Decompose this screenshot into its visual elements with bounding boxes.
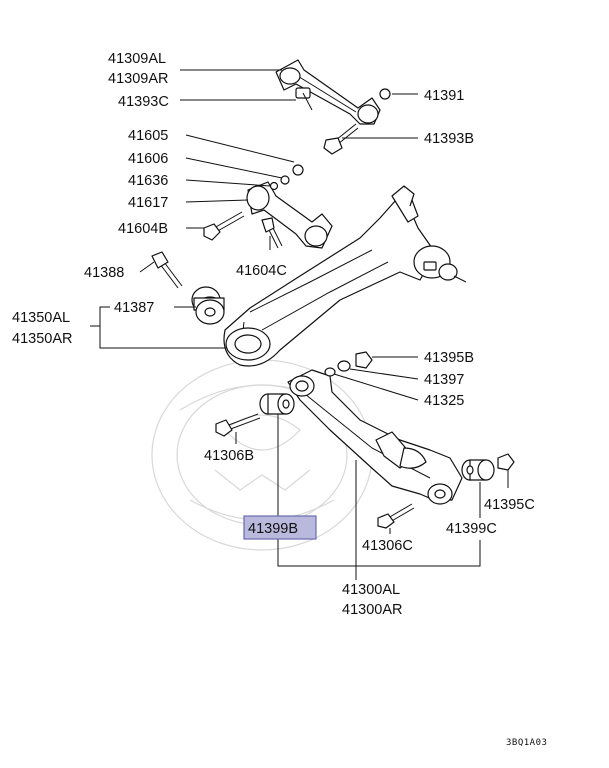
label-41604C[interactable]: 41604C	[236, 263, 287, 279]
label-41395B[interactable]: 41395B	[424, 350, 474, 366]
lower-arm-41300	[287, 369, 463, 505]
bushing-41387	[191, 286, 225, 325]
label-41636[interactable]: 41636	[128, 173, 168, 189]
bolt-41306C	[377, 503, 415, 529]
label-41399C[interactable]: 41399C	[446, 521, 497, 537]
nut-41395B	[355, 351, 373, 369]
label-41395C[interactable]: 41395C	[484, 497, 535, 513]
label-41306C[interactable]: 41306C	[362, 538, 413, 554]
label-41309AL[interactable]: 41309AL	[108, 51, 166, 67]
label-41300AL[interactable]: 41300AL	[342, 582, 400, 598]
nut-41395C	[497, 453, 515, 471]
diagram-code: 3BQ1A03	[506, 738, 547, 748]
label-41350AR[interactable]: 41350AR	[12, 331, 72, 347]
label-41391[interactable]: 41391	[424, 88, 464, 104]
label-41306B[interactable]: 41306B	[204, 448, 254, 464]
label-41604B[interactable]: 41604B	[118, 221, 168, 237]
label-41388[interactable]: 41388	[84, 265, 124, 281]
upper-arm-41309	[275, 59, 391, 125]
washer-41397	[337, 360, 351, 372]
washer-41325	[324, 367, 336, 377]
label-41397[interactable]: 41397	[424, 372, 464, 388]
bushing-41399C	[461, 459, 495, 481]
bolt-41306B	[215, 413, 261, 437]
bolt-41604C	[261, 217, 283, 249]
part-labels: 41309AL 41309AR 41393C 41391 41393B 4160…	[12, 51, 535, 618]
bolt-41388	[151, 251, 183, 289]
label-41605[interactable]: 41605	[128, 128, 168, 144]
bolt-41393B	[323, 123, 359, 155]
label-41387[interactable]: 41387	[114, 300, 154, 316]
label-41300AR[interactable]: 41300AR	[342, 602, 402, 618]
highlight-box	[243, 515, 317, 540]
bolt-41604B	[203, 211, 245, 241]
label-41399B[interactable]: 41399B	[248, 521, 298, 537]
label-41606[interactable]: 41606	[128, 151, 168, 167]
toe-arm-41617	[246, 164, 333, 249]
label-41617[interactable]: 41617	[128, 195, 168, 211]
bushing-41399B	[259, 393, 295, 415]
label-41309AR[interactable]: 41309AR	[108, 71, 168, 87]
label-41350AL[interactable]: 41350AL	[12, 310, 70, 326]
label-41393C[interactable]: 41393C	[118, 94, 169, 110]
label-41393B[interactable]: 41393B	[424, 131, 474, 147]
trailing-arm-41350	[223, 185, 467, 367]
leader-lines	[90, 69, 509, 580]
label-41325[interactable]: 41325	[424, 393, 464, 409]
